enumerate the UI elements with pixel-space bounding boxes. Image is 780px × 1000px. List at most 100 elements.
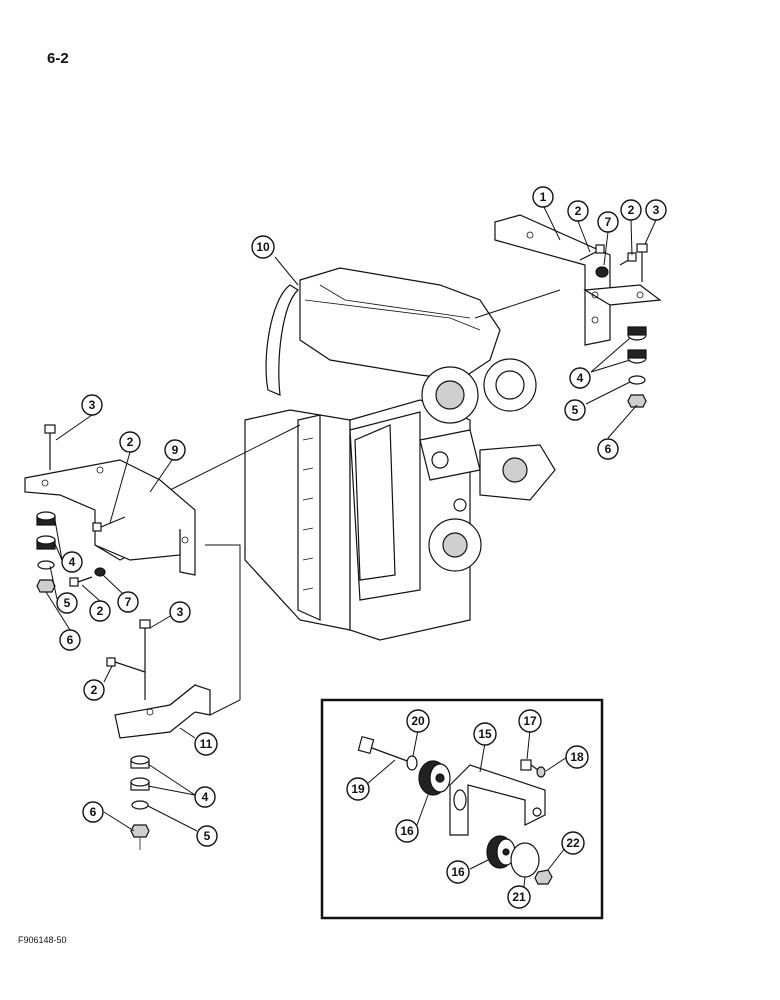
svg-text:16: 16 [451, 865, 465, 879]
callout-5: 5 [564, 399, 586, 421]
bolt-icon-lower-3 [139, 619, 151, 700]
callout-10: 10 [251, 235, 275, 259]
bolt-icon-right-3 [636, 243, 648, 282]
svg-text:20: 20 [411, 714, 425, 728]
bolt-icon-left-2 [92, 516, 126, 532]
callout-1: 1 [532, 186, 554, 208]
bolt-icon-right-2b [619, 252, 637, 266]
svg-text:2: 2 [91, 683, 98, 697]
page-number: 6-2 [47, 50, 69, 67]
callout-16: 16 [446, 860, 470, 884]
callout-3: 3 [81, 394, 103, 416]
figure-id: F906148-50 [18, 935, 67, 945]
callout-20: 20 [406, 709, 430, 733]
callout-17: 17 [518, 709, 542, 733]
svg-text:17: 17 [523, 714, 537, 728]
washer-icon-right-7 [595, 266, 609, 278]
svg-text:2: 2 [575, 204, 582, 218]
washer-icon-inset-20 [406, 755, 418, 771]
bolt-icon-inset-17 [520, 759, 539, 771]
callout-6: 6 [597, 438, 619, 460]
rubber-isolator-icon-inset-upper [418, 760, 451, 796]
nut-icon-right-6 [627, 394, 647, 408]
callout-6: 6 [59, 629, 81, 651]
mounting-bracket-icon-right [494, 214, 662, 346]
bolt-icon-right-2a [579, 244, 605, 261]
washer-icon-left-5 [37, 560, 55, 570]
callout-19: 19 [346, 777, 370, 801]
svg-text:21: 21 [512, 890, 526, 904]
mounting-bracket-icon-inset-15 [449, 764, 546, 836]
callout-3: 3 [169, 601, 191, 623]
callout-7: 7 [597, 211, 619, 233]
callout-2: 2 [119, 431, 141, 453]
bolt-icon-lower-2 [106, 657, 146, 673]
svg-text:4: 4 [577, 371, 584, 385]
svg-text:2: 2 [127, 435, 134, 449]
svg-text:2: 2 [628, 203, 635, 217]
callout-5: 5 [56, 592, 78, 614]
callout-22: 22 [561, 831, 585, 855]
washer-icon-lower-5 [131, 800, 149, 810]
svg-text:6: 6 [605, 442, 612, 456]
nut-icon-inset-22 [534, 869, 553, 885]
callout-3: 3 [645, 199, 667, 221]
svg-text:1: 1 [540, 190, 547, 204]
callout-16: 16 [395, 819, 419, 843]
nut-icon-lower-6 [130, 824, 150, 838]
callout-7: 7 [117, 591, 139, 613]
svg-text:5: 5 [64, 596, 71, 610]
leader-lines [45, 204, 657, 896]
washer-icon-inset-18 [536, 766, 546, 778]
callout-11: 11 [194, 732, 218, 756]
assembly-axis-lines [159, 289, 561, 716]
bolt-icon-left-3 [44, 424, 56, 470]
rubber-isolator-icon-lower [130, 755, 150, 791]
svg-text:11: 11 [200, 737, 213, 751]
rubber-isolator-icon-left [36, 511, 56, 550]
callout-5: 5 [196, 825, 218, 847]
callout-2: 2 [620, 199, 642, 221]
bolt-icon-inset-19 [357, 735, 411, 763]
callout-4: 4 [194, 786, 216, 808]
svg-text:18: 18 [570, 750, 584, 764]
callout-2: 2 [89, 600, 111, 622]
svg-text:6: 6 [90, 805, 97, 819]
svg-text:10: 10 [256, 240, 270, 254]
callout-15: 15 [473, 722, 497, 746]
svg-text:3: 3 [653, 203, 660, 217]
callout-2: 2 [83, 679, 105, 701]
svg-text:16: 16 [400, 824, 414, 838]
rubber-isolator-icon-right [627, 326, 647, 364]
nut-icon-left-6 [36, 579, 56, 593]
svg-text:4: 4 [202, 790, 209, 804]
svg-text:2: 2 [97, 604, 104, 618]
svg-text:7: 7 [605, 215, 612, 229]
svg-text:7: 7 [125, 595, 132, 609]
washer-icon-right-5 [628, 375, 646, 385]
svg-text:3: 3 [89, 398, 96, 412]
callout-4: 4 [61, 551, 83, 573]
mounting-bracket-icon-lower [114, 683, 211, 739]
callout-9: 9 [164, 439, 186, 461]
svg-text:5: 5 [204, 829, 211, 843]
transmission-housing-icon [244, 267, 556, 641]
svg-text:19: 19 [351, 782, 365, 796]
callout-21: 21 [507, 885, 531, 909]
svg-text:9: 9 [172, 443, 179, 457]
svg-text:3: 3 [177, 605, 184, 619]
svg-text:5: 5 [572, 403, 579, 417]
callout-6: 6 [82, 801, 104, 823]
svg-text:15: 15 [478, 727, 492, 741]
callout-18: 18 [565, 745, 589, 769]
detail-inset [320, 698, 604, 920]
svg-text:22: 22 [566, 836, 580, 850]
svg-text:4: 4 [69, 555, 76, 569]
svg-text:6: 6 [67, 633, 74, 647]
bolt-icon-left-2b [69, 576, 93, 587]
callout-4: 4 [569, 367, 591, 389]
washer-icon-left-7 [94, 567, 106, 577]
washer-icon-inset-21 [510, 842, 540, 878]
